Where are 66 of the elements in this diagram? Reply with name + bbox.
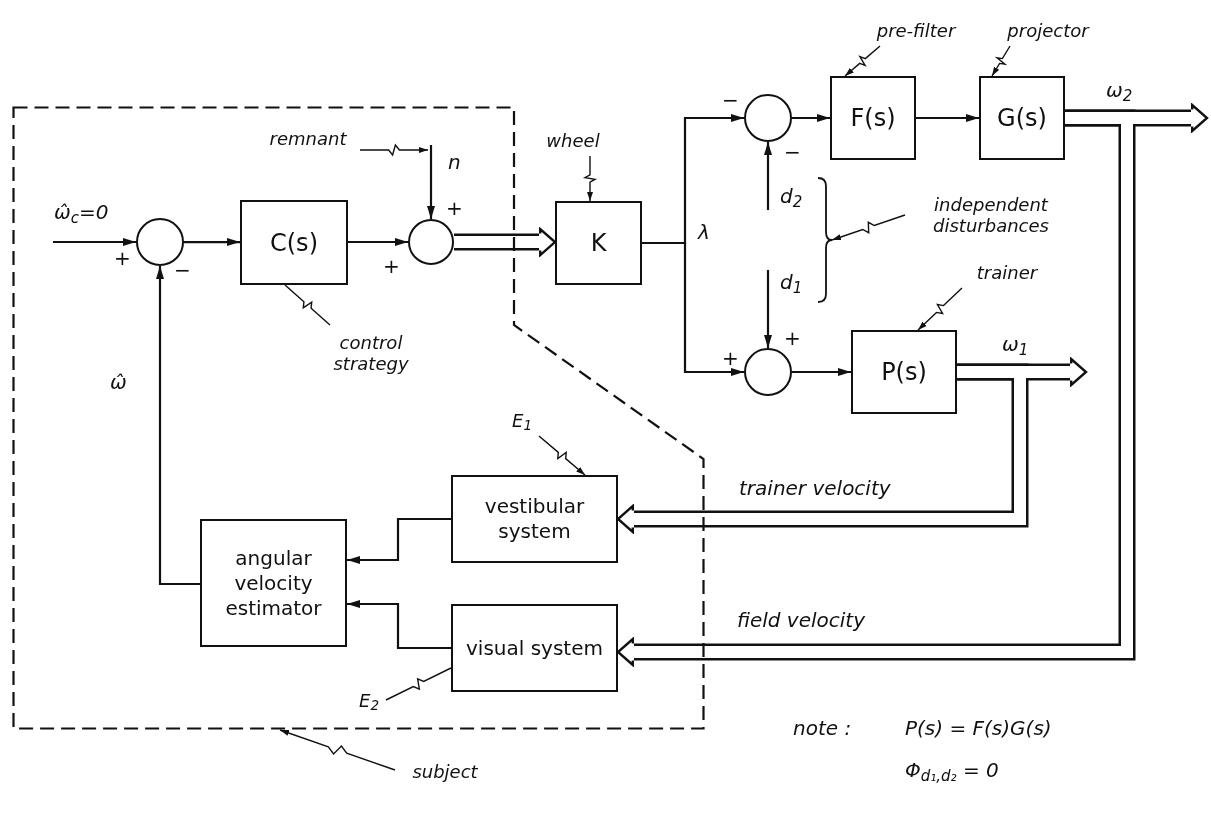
leader-line xyxy=(359,143,429,157)
annotation-label: E$_{1}$ xyxy=(505,406,539,436)
block-label: C(s) xyxy=(270,227,318,258)
block-label: visual system xyxy=(466,635,603,661)
summing-junction xyxy=(136,218,184,266)
block-label: vestibular system xyxy=(483,494,586,544)
block-label: K xyxy=(590,228,607,258)
sign-label: + xyxy=(383,254,400,279)
leader-line xyxy=(917,287,963,331)
annotation-label: wheel xyxy=(538,126,608,156)
annotation-label: E$_{2}$ xyxy=(352,686,386,716)
block-label: P(s) xyxy=(881,357,927,387)
sign-label: + xyxy=(722,346,739,371)
arrow xyxy=(792,114,830,122)
sign-label: − xyxy=(174,258,191,283)
block-box xyxy=(830,76,916,160)
annotation-label: control strategy xyxy=(315,325,427,383)
block-box xyxy=(200,519,347,647)
sign-label: + xyxy=(784,326,801,351)
leader-line xyxy=(284,284,331,326)
annotation-label: trainer xyxy=(962,258,1052,288)
arrow xyxy=(184,238,240,247)
sign-label: + xyxy=(114,246,131,271)
summing-junction xyxy=(744,348,792,396)
arrow xyxy=(792,368,851,376)
summing-junction xyxy=(408,219,454,265)
note-text: Φ$_{d₁,d₂}$ = 0 xyxy=(905,758,999,783)
block-box xyxy=(451,604,618,692)
block-box xyxy=(851,330,957,414)
sign-label: − xyxy=(784,140,801,165)
arrow xyxy=(347,600,451,650)
note-text: note : xyxy=(793,716,852,741)
annotation-label: pre-filter xyxy=(868,16,964,46)
summing-junction xyxy=(744,94,792,142)
arrow xyxy=(642,241,744,376)
arrow xyxy=(764,142,772,210)
leader-line xyxy=(385,667,452,701)
sign-label: − xyxy=(722,88,739,113)
annotation-label: remnant xyxy=(256,124,360,154)
leader-line xyxy=(991,45,1011,77)
arrow xyxy=(916,114,979,122)
block-box xyxy=(240,200,348,285)
block-label: G(s) xyxy=(997,103,1047,133)
block-label: angular velocity estimator xyxy=(224,545,323,621)
leader-line xyxy=(279,729,396,771)
leader-line xyxy=(844,45,881,77)
arrow xyxy=(347,517,451,564)
block-box xyxy=(555,201,642,285)
block-box xyxy=(979,76,1065,160)
edge-label: ω̂$_{c}$=0 xyxy=(52,200,111,225)
note-text: P(s) = F(s)G(s) xyxy=(905,716,1052,741)
leader-line xyxy=(831,214,906,241)
arrow xyxy=(348,238,408,246)
annotation-label: independent disturbances xyxy=(905,186,1077,246)
leader-line xyxy=(582,155,598,202)
arrow xyxy=(156,266,200,586)
annotation-label: subject xyxy=(395,755,495,789)
annotation-label: projector xyxy=(1000,16,1096,46)
block-box xyxy=(451,475,618,563)
arrow xyxy=(427,145,435,219)
block-label: F(s) xyxy=(850,103,896,133)
note-text: λ xyxy=(698,220,710,245)
arrow xyxy=(764,270,772,348)
leader-line xyxy=(538,435,586,476)
arrow xyxy=(53,238,136,246)
sign-label: + xyxy=(446,196,463,221)
